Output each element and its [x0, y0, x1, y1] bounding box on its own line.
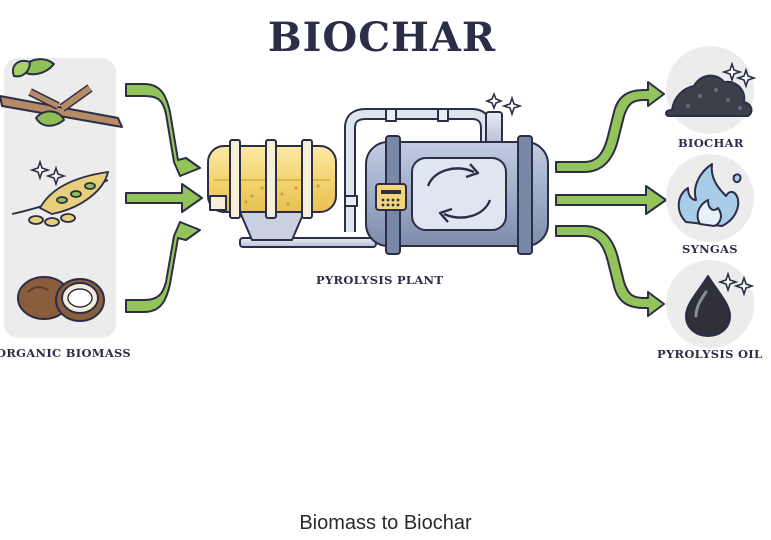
arrow-to-biochar	[555, 81, 665, 173]
arrow-top	[125, 83, 201, 177]
oil-drop-icon	[685, 275, 731, 337]
pyrolysis-plant-icon	[207, 108, 549, 255]
label-pyrolysis-oil: PYROLYSIS OIL	[657, 347, 763, 361]
sparkle-icon	[484, 91, 523, 117]
sparkle-icon	[29, 159, 67, 187]
sparkle-icon	[721, 61, 757, 89]
label-biochar: BIOCHAR	[678, 136, 744, 150]
coconut-icon	[17, 276, 105, 322]
input-arrows	[125, 83, 203, 313]
label-pyrolysis-plant: PYROLYSIS PLANT	[316, 273, 444, 287]
arrow-to-oil	[555, 225, 665, 317]
charcoal-pile-icon	[664, 74, 753, 117]
label-syngas: SYNGAS	[682, 242, 738, 256]
recycle-icon	[426, 163, 492, 223]
arrow-to-syngas	[555, 185, 667, 215]
flame-icon	[677, 163, 742, 227]
arrow-middle	[125, 183, 203, 213]
wood-branch-icon	[0, 58, 123, 128]
figure-caption: Biomass to Biochar	[299, 512, 472, 534]
label-organic-biomass: ORGANIC BIOMASS	[0, 346, 131, 360]
output-arrows	[555, 81, 667, 317]
grain-seed-icon	[11, 170, 110, 227]
diagram-title: BIOCHAR	[267, 14, 497, 61]
sparkle-icon	[717, 271, 755, 297]
arrow-bottom	[125, 221, 201, 313]
